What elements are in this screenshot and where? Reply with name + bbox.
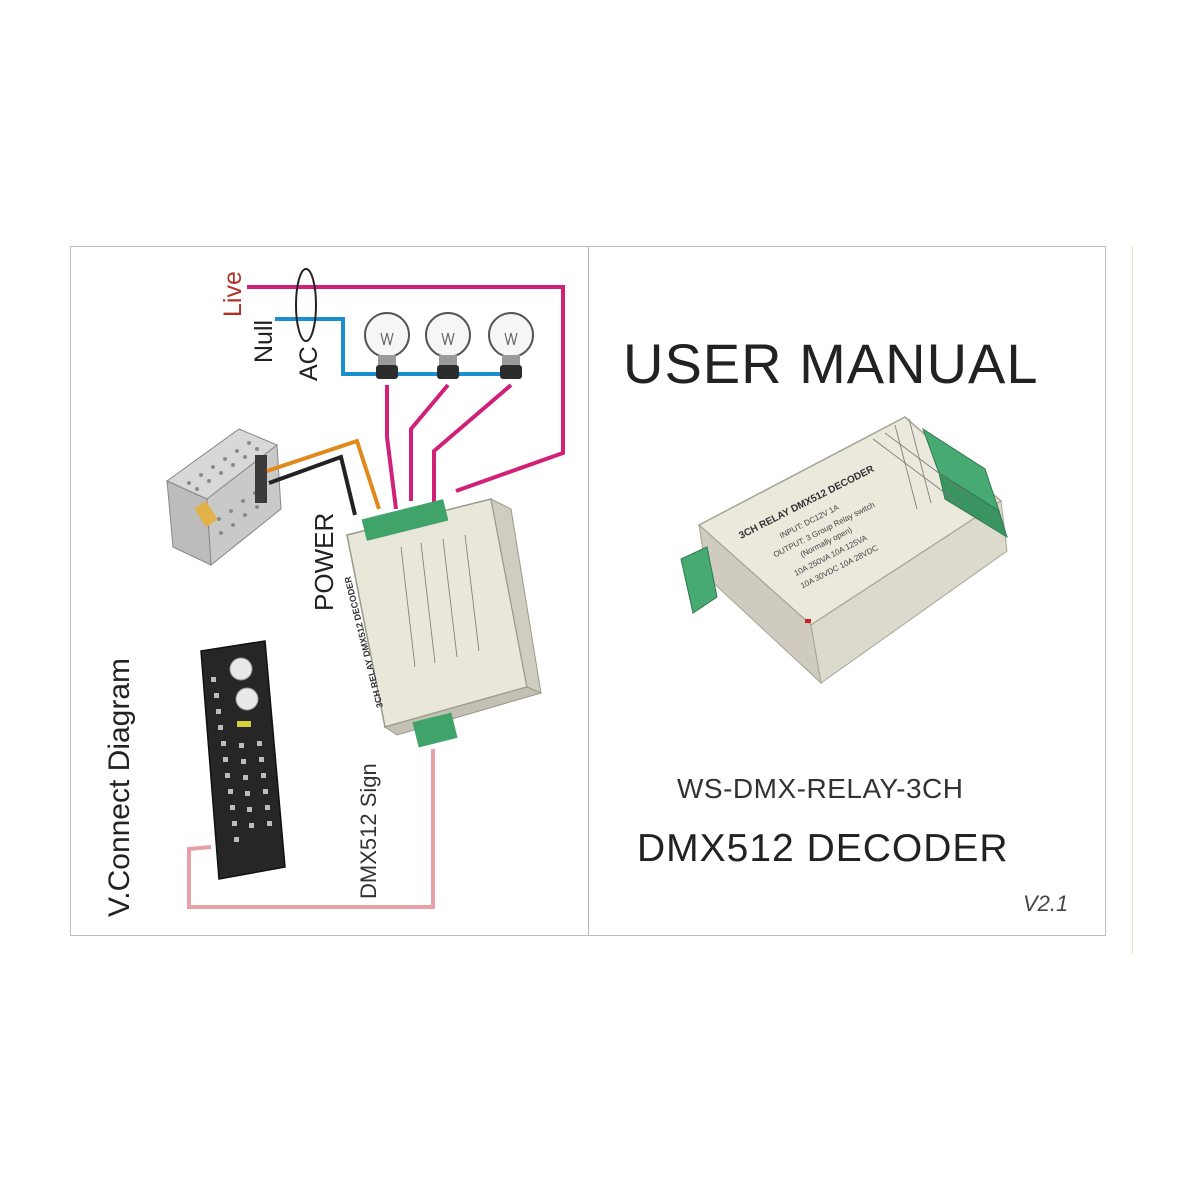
relay-wire-2	[409, 383, 450, 501]
dmx-signal-label: DMX512 Sign	[356, 763, 381, 899]
light-bulb-icon	[425, 312, 471, 379]
manual-title: USER MANUAL	[623, 332, 1039, 395]
power-label: POWER	[309, 513, 339, 611]
live-label: Live	[219, 271, 247, 317]
ac-marker-ellipse	[295, 268, 317, 342]
manual-sheet: Live Null AC	[70, 246, 1106, 936]
power-wire-black	[268, 454, 357, 516]
relay-decoder-icon: 3CH RELAY DMX512 DECODER INPUT: DC12V 1A…	[680, 416, 1008, 685]
power-supply-icon	[166, 428, 282, 566]
null-wire	[275, 317, 517, 376]
diagram-title: V.Connect Diagram	[103, 658, 136, 917]
relay-decoder-icon: 3CH RELAY DMX512 DECODER	[342, 498, 543, 748]
light-bulb-icon	[488, 312, 534, 379]
panel-divider	[588, 247, 589, 935]
relay-wire-3	[432, 383, 513, 515]
cover-panel: USER MANUAL	[589, 247, 1105, 935]
page-edge-line	[1132, 246, 1133, 954]
ac-label: AC	[295, 346, 323, 381]
product-photo: 3CH RELAY DMX512 DECODER INPUT: DC12V 1A…	[680, 416, 1008, 685]
dmx-controller-icon	[200, 640, 286, 880]
model-number: WS-DMX-RELAY-3CH	[677, 773, 964, 804]
wiring-diagram: Live Null AC	[103, 268, 565, 917]
live-wire	[247, 285, 565, 493]
version-label: V2.1	[1023, 891, 1069, 916]
power-wire-orange	[266, 438, 381, 510]
null-label: Null	[250, 320, 278, 363]
product-name: DMX512 DECODER	[637, 827, 1009, 870]
relay-wire-1	[385, 385, 398, 510]
dmx-signal-wire	[187, 749, 435, 909]
connection-diagram-panel: Live Null AC	[71, 247, 588, 935]
light-bulb-icon	[364, 312, 410, 379]
